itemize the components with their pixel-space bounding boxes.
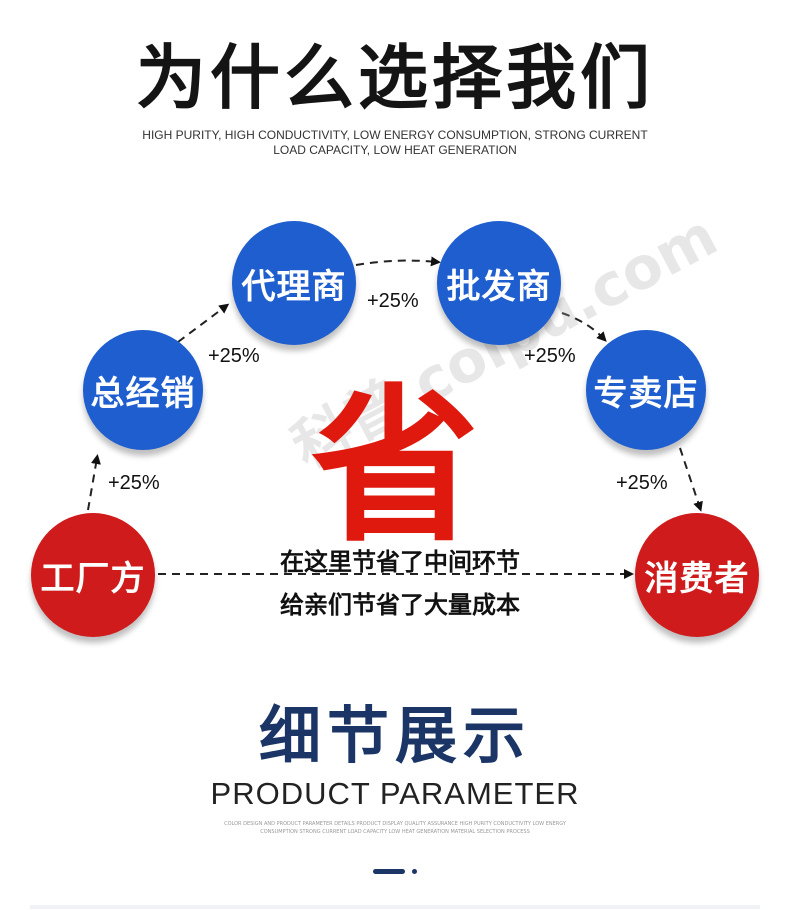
save-text-line-2: 给亲们节省了大量成本 <box>280 591 520 619</box>
arrow-general-agent-to-agent <box>177 303 230 343</box>
node-general-agent: 总经销 <box>83 330 203 450</box>
node-consumer: 消费者 <box>635 513 759 637</box>
page-title: 为什么选择我们 <box>136 37 654 119</box>
flow-arrows <box>87 256 703 579</box>
node-factory: 工厂方 <box>31 513 155 637</box>
subtitle-line-2: LOAD CAPACITY, LOW HEAT GENERATION <box>273 143 517 157</box>
arrow-wholesaler-to-store <box>561 312 607 342</box>
save-character: 省 <box>311 369 479 565</box>
detail-subtitle: PRODUCT PARAMETER <box>210 776 580 811</box>
indicator-bar <box>373 869 405 874</box>
arrow-store-to-consumer <box>679 447 703 512</box>
arrow-agent-to-wholesaler <box>355 256 441 267</box>
subtitle-line-1: HIGH PURITY, HIGH CONDUCTIVITY, LOW ENER… <box>142 128 648 142</box>
node-store: 专卖店 <box>586 330 706 450</box>
bottom-divider <box>30 905 760 909</box>
indicator-dot <box>412 869 417 874</box>
node-agent: 代理商 <box>232 221 356 345</box>
detail-title: 细节展示 <box>258 699 531 772</box>
arrow-factory-to-general-agent <box>87 454 101 511</box>
markup-label-3: +25% <box>367 290 419 312</box>
page-subtitle: HIGH PURITY, HIGH CONDUCTIVITY, LOW ENER… <box>0 128 790 158</box>
node-wholesaler: 批发商 <box>437 221 561 345</box>
fine-print: COLOR DESIGN AND PRODUCT PARAMETER DETAI… <box>224 821 566 835</box>
save-text-line-1: 在这里节省了中间环节 <box>280 548 520 576</box>
markup-label-1: +25% <box>108 472 160 494</box>
markup-label-4: +25% <box>524 345 576 367</box>
markup-label-2: +25% <box>208 345 260 367</box>
markup-label-5: +25% <box>616 472 668 494</box>
